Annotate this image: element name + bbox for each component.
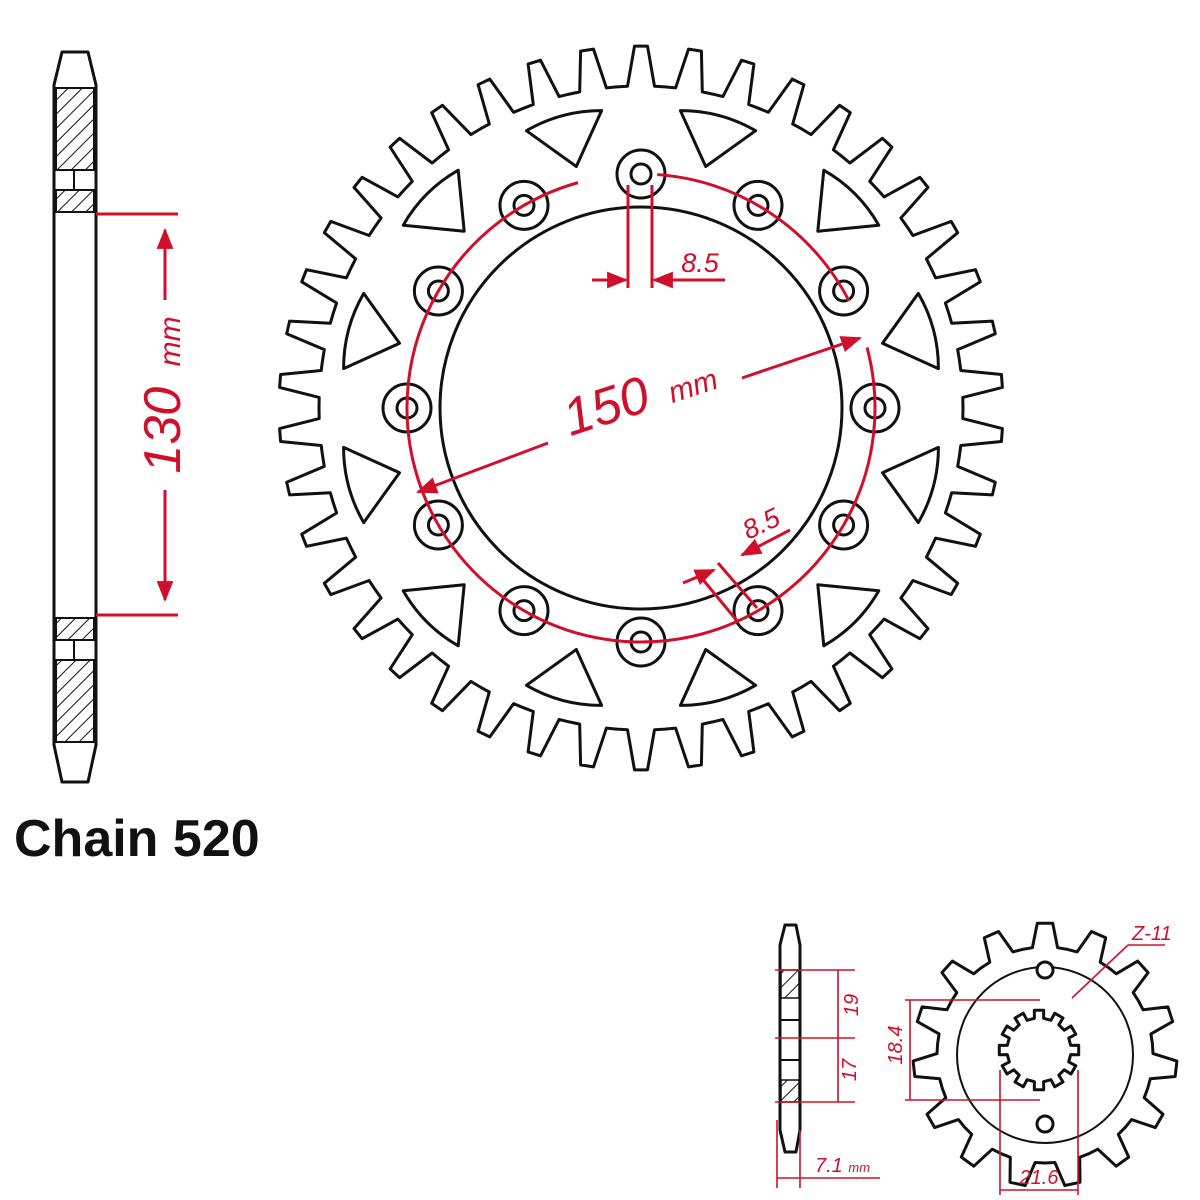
lightening-cutout <box>524 109 604 168</box>
front-bolt-hole-top <box>1035 960 1055 980</box>
lightening-cutout <box>401 583 466 648</box>
front-thickness-label: 7.1 mm <box>815 1155 870 1177</box>
rear-sprocket-center-bore <box>438 205 844 611</box>
rear-sprocket-dimensions: 150 mm 8.5 8.5 <box>405 172 877 644</box>
spline-height-label: 18.4 <box>885 1026 907 1065</box>
front-sprocket-face <box>911 921 1179 1187</box>
lightening-cutout <box>678 648 758 707</box>
lightening-cutout <box>816 168 881 233</box>
lightening-cutouts <box>342 109 940 707</box>
rear-sprocket-side-profile <box>52 50 98 784</box>
hub-height-label: 130 mm <box>134 316 192 473</box>
lightening-cutout <box>678 109 758 168</box>
rear-sprocket-face <box>278 44 1004 772</box>
hub-height-dimension: 130 mm <box>96 212 192 617</box>
bolt-circle-line <box>405 172 877 644</box>
hole-diameter-top-label: 8.5 <box>681 248 720 278</box>
front-sprocket-side-dimensions: 19 17 7.1 mm <box>775 969 880 1188</box>
lightening-cutout <box>881 291 940 371</box>
lightening-cutout <box>816 583 881 648</box>
front-sprocket-face-dimensions: 18.4 21.6 Z-11 <box>885 923 1172 1195</box>
spline-bore-outline <box>997 1008 1081 1092</box>
lightening-cutout <box>342 291 401 371</box>
chain-caption: Chain 520 <box>14 810 260 868</box>
teeth-count-label: Z-11 <box>1131 923 1172 945</box>
bolt-hole <box>629 162 653 186</box>
front-upper-label: 19 <box>841 994 863 1016</box>
lightening-cutout <box>342 445 401 525</box>
front-lower-label: 17 <box>839 1058 861 1081</box>
lightening-cutout <box>401 168 466 233</box>
lightening-cutout <box>881 445 940 525</box>
lightening-cutout <box>524 648 604 707</box>
spline-width-label: 21.6 <box>1019 1167 1060 1189</box>
front-bolt-hole-bottom <box>1035 1114 1055 1134</box>
